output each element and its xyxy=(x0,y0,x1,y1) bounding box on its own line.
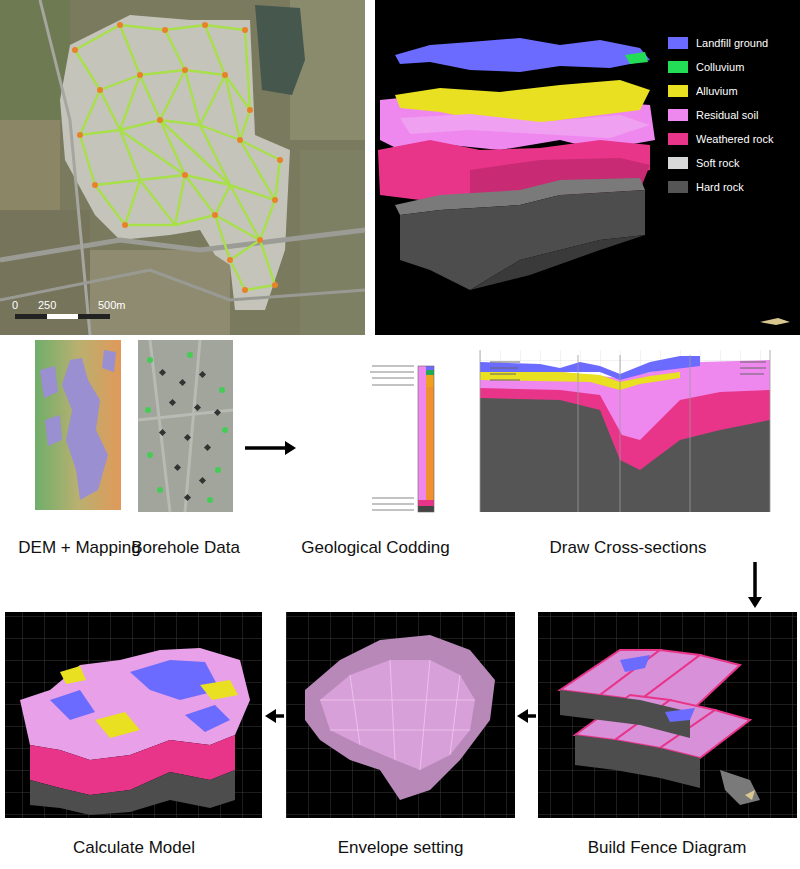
legend-swatch xyxy=(668,181,688,193)
legend-swatch xyxy=(668,133,688,145)
fence-diagram xyxy=(538,612,797,818)
process-step: Borehole Data xyxy=(126,336,245,562)
step-caption: Calculate Model xyxy=(73,838,195,858)
process-step: Draw Cross-sections xyxy=(458,336,798,562)
flow-arrow xyxy=(748,562,762,608)
arrow-head xyxy=(265,709,276,723)
process-step: Geological Codding xyxy=(296,336,455,562)
process-step: Build Fence Diagram xyxy=(536,608,798,864)
arrow-head xyxy=(748,597,762,608)
step-caption: Borehole Data xyxy=(131,538,240,558)
arrow-head xyxy=(517,709,528,723)
legend-swatch xyxy=(668,157,688,169)
borehole-map xyxy=(138,340,233,512)
dem-map xyxy=(35,340,121,510)
calculated-model xyxy=(5,612,262,818)
arrow-head xyxy=(285,441,296,455)
scale-label: 0 xyxy=(12,299,18,312)
layer-model-3d xyxy=(375,0,800,335)
step-caption: DEM + Mapping xyxy=(18,538,140,558)
step-caption: Envelope setting xyxy=(338,838,464,858)
legend-swatch xyxy=(668,109,688,121)
scale-label: 250 xyxy=(38,299,56,312)
arrow-line xyxy=(753,562,757,599)
legend-swatch xyxy=(668,37,688,49)
cross-section xyxy=(462,345,796,515)
arrow-line xyxy=(245,446,287,450)
legend-swatch xyxy=(668,85,688,97)
flow-arrow xyxy=(517,709,536,723)
legend-label: Landfill ground xyxy=(696,36,768,50)
borehole-log xyxy=(362,345,446,515)
satellite-map xyxy=(0,0,365,335)
legend-label: Soft rock xyxy=(696,156,739,170)
process-step: DEM + Mapping xyxy=(13,336,146,562)
legend-label: Residual soil xyxy=(696,108,758,122)
legend-label: Weathered rock xyxy=(696,132,773,146)
envelope-model xyxy=(286,612,515,818)
process-step: Calculate Model xyxy=(3,608,265,864)
scale-label: 500m xyxy=(98,299,126,312)
step-caption: Build Fence Diagram xyxy=(588,838,747,858)
flow-arrow xyxy=(265,709,284,723)
legend-label: Hard rock xyxy=(696,180,744,194)
process-step: Envelope setting xyxy=(284,608,517,864)
flow-arrow xyxy=(245,441,296,455)
step-caption: Draw Cross-sections xyxy=(550,538,707,558)
step-caption: Geological Codding xyxy=(301,538,449,558)
legend-swatch xyxy=(668,61,688,73)
legend-label: Colluvium xyxy=(696,60,744,74)
legend-label: Alluvium xyxy=(696,84,738,98)
